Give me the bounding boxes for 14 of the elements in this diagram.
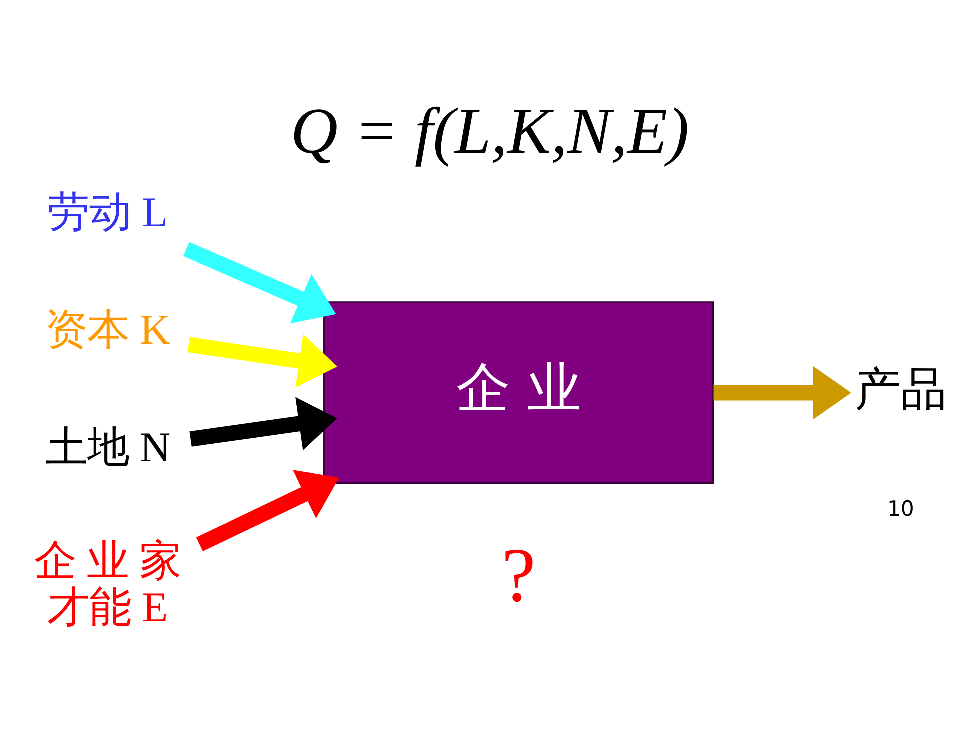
arrow	[196, 470, 340, 551]
node-text: 劳动 L	[48, 189, 168, 236]
node-text: 企 业 家才能 E	[34, 538, 182, 631]
label: 10	[887, 495, 914, 520]
arrow	[183, 242, 336, 324]
arrow	[714, 366, 852, 420]
arrow	[190, 396, 338, 450]
label: ?	[502, 531, 536, 618]
node-text: 产品	[854, 361, 947, 416]
diagram-title: Q = f(L,K,N,E)	[290, 95, 690, 168]
node-box: 企 业	[324, 301, 714, 484]
node-text: 土地 N	[45, 424, 171, 472]
node-text: 资本 K	[45, 306, 171, 354]
arrow	[188, 334, 338, 388]
